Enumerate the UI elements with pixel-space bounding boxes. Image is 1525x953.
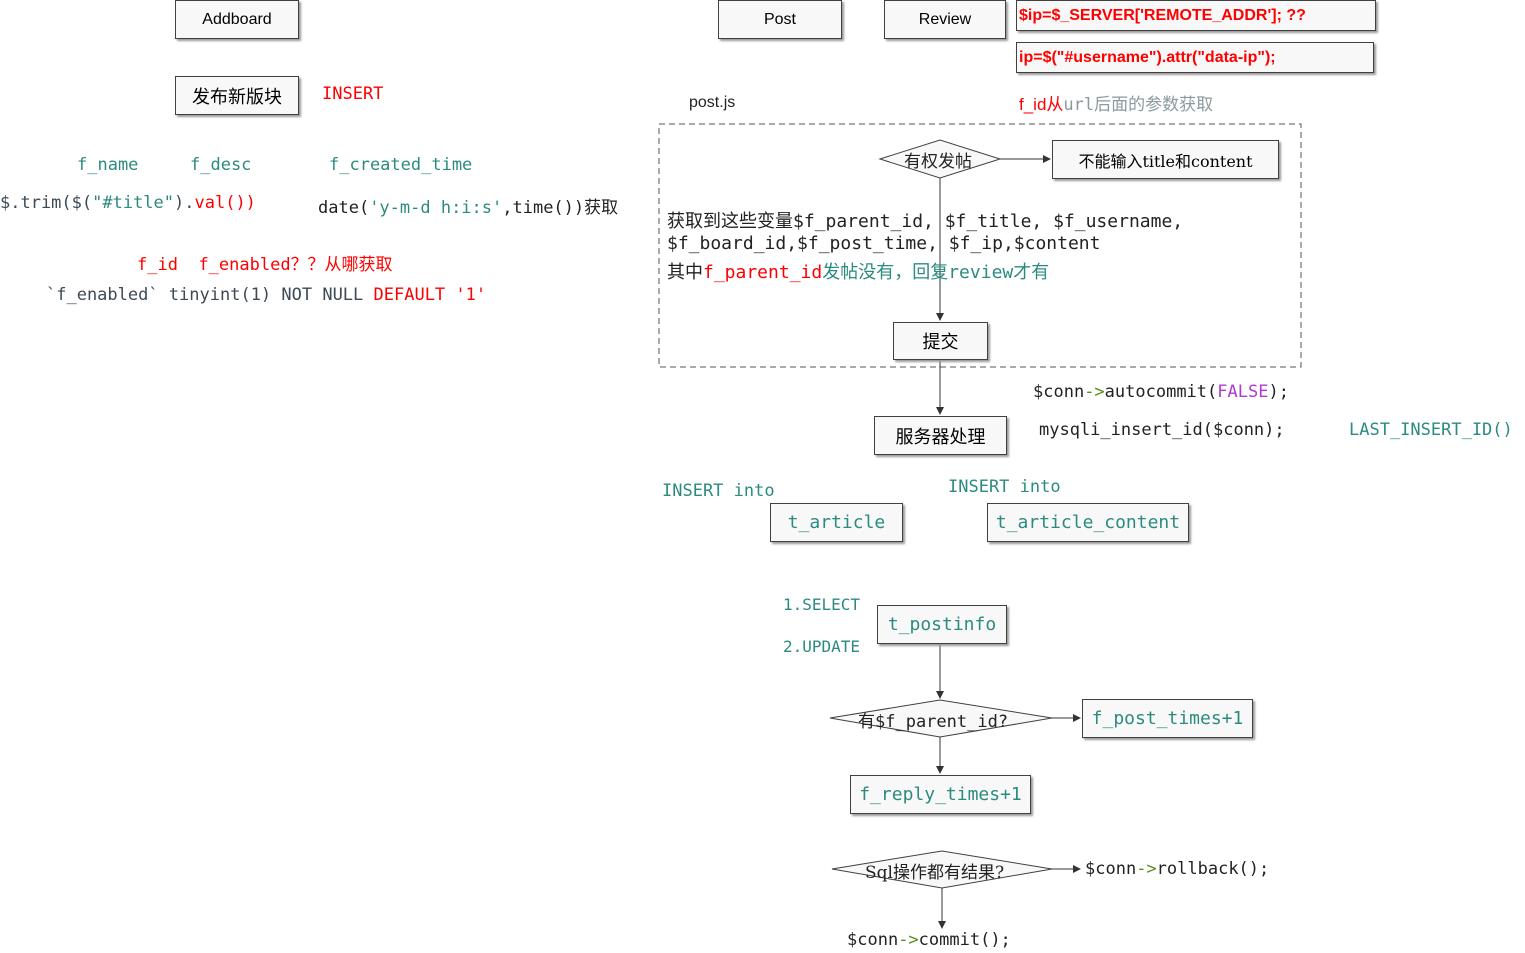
- no-input-box: 不能输入title和content: [1052, 140, 1279, 179]
- rollback-b: ->: [1136, 859, 1157, 879]
- date-a: date(: [318, 198, 370, 218]
- schema-line: `f_enabled` tinyint(1) NOT NULL DEFAULT …: [46, 285, 486, 305]
- fid-url-note: f_id从url后面的参数获取: [1019, 90, 1213, 115]
- ip-attr-box: ip=$("#username").attr("data-ip");: [1016, 42, 1374, 73]
- insert-id-code: mysqli_insert_id($conn);: [1039, 420, 1285, 440]
- fid-url-a: f_id从: [1019, 95, 1064, 114]
- fid-url-c: 后面的参数获取: [1094, 95, 1214, 114]
- vars-3c: 发帖没有，回复: [822, 262, 949, 283]
- autocommit-c: autocommit(: [1104, 382, 1218, 402]
- addboard-button[interactable]: Addboard: [175, 0, 299, 39]
- trim-c: ).: [174, 193, 195, 213]
- post-times-box: f_post_times+1: [1082, 699, 1253, 738]
- t-article-content-box: t_article_content: [987, 503, 1189, 542]
- field-f-desc: f_desc: [190, 155, 252, 175]
- commit-b: ->: [898, 930, 919, 950]
- schema-a: `f_enabled` tinyint(1) NOT NULL: [46, 285, 374, 305]
- commit-c: commit();: [918, 930, 1011, 950]
- date-code: date('y-m-d h:i:s',time())获取: [318, 193, 618, 218]
- t-article-box: t_article: [770, 503, 903, 542]
- vars-3e: 才有: [1013, 262, 1050, 283]
- has-parent-label: 有$f_parent_id?: [858, 712, 1009, 732]
- vars-line-2: $f_board_id,$f_post_time, $f_ip,$content: [667, 233, 1101, 254]
- review-button[interactable]: Review: [884, 0, 1006, 39]
- vars-1b: $f_parent_id, $f_title, $f_username,: [793, 211, 1184, 232]
- sql-ok-label: Sql操作都有结果?: [865, 863, 1005, 883]
- last-insert-id: LAST_INSERT_ID(): [1349, 420, 1513, 440]
- fid-enabled-note: f_id f_enabled？？从哪获取: [137, 250, 393, 275]
- vars-3d: review: [948, 262, 1014, 283]
- has-permission-label: 有权发帖: [904, 152, 972, 172]
- postjs-label: post.js: [689, 94, 736, 111]
- autocommit-a: $conn: [1033, 382, 1085, 402]
- autocommit-e: );: [1268, 382, 1289, 402]
- rollback-c: rollback();: [1156, 859, 1270, 879]
- fenabled-label: f_enabled: [198, 255, 291, 275]
- select-label: 1.SELECT: [783, 595, 861, 614]
- field-f-created-time: f_created_time: [329, 155, 473, 175]
- rollback-a: $conn: [1085, 859, 1137, 879]
- vars-3a: 其中: [667, 262, 703, 283]
- schema-b: DEFAULT '1': [373, 285, 487, 305]
- trim-b: "#title": [92, 193, 175, 213]
- vars-3b: f_parent_id: [703, 262, 823, 283]
- post-button[interactable]: Post: [718, 0, 842, 39]
- insert-into-1: INSERT into: [662, 481, 775, 501]
- date-b: 'y-m-d h:i:s': [369, 198, 503, 218]
- autocommit-code: $conn->autocommit(FALSE);: [1033, 382, 1289, 402]
- fid-url-b: url: [1063, 95, 1095, 115]
- vars-line-1: 获取到这些变量$f_parent_id, $f_title, $f_userna…: [667, 207, 1183, 233]
- trim-code: $.trim($("#title").val()): [0, 193, 256, 213]
- submit-box: 提交: [893, 322, 988, 360]
- reply-times-box: f_reply_times+1: [850, 775, 1031, 814]
- field-f-name: f_name: [77, 155, 139, 175]
- trim-d: val()): [194, 193, 256, 213]
- fenabled-question: ？？从哪获取: [290, 255, 393, 275]
- fid-label: f_id: [137, 255, 178, 275]
- autocommit-d: FALSE: [1217, 382, 1269, 402]
- insert-label: INSERT: [322, 84, 384, 104]
- commit-a: $conn: [847, 930, 899, 950]
- t-postinfo-box: t_postinfo: [877, 605, 1007, 644]
- server-box: 服务器处理: [874, 416, 1007, 455]
- publish-board-button[interactable]: 发布新版块: [175, 76, 299, 115]
- vars-1a: 获取到这些变量: [667, 211, 793, 232]
- rollback-code: $conn->rollback();: [1085, 859, 1269, 879]
- vars-line-3: 其中f_parent_id发帖没有，回复review才有: [667, 258, 1049, 284]
- postjs-group: [658, 123, 1302, 368]
- autocommit-b: ->: [1084, 382, 1105, 402]
- commit-code: $conn->commit();: [847, 930, 1011, 950]
- date-c: ,time())获取: [502, 198, 619, 218]
- ip-server-box: $ip=$_SERVER['REMOTE_ADDR']; ??: [1016, 0, 1376, 31]
- trim-a: $.trim($(: [0, 193, 93, 213]
- insert-into-2: INSERT into: [948, 477, 1061, 497]
- update-label: 2.UPDATE: [783, 637, 861, 656]
